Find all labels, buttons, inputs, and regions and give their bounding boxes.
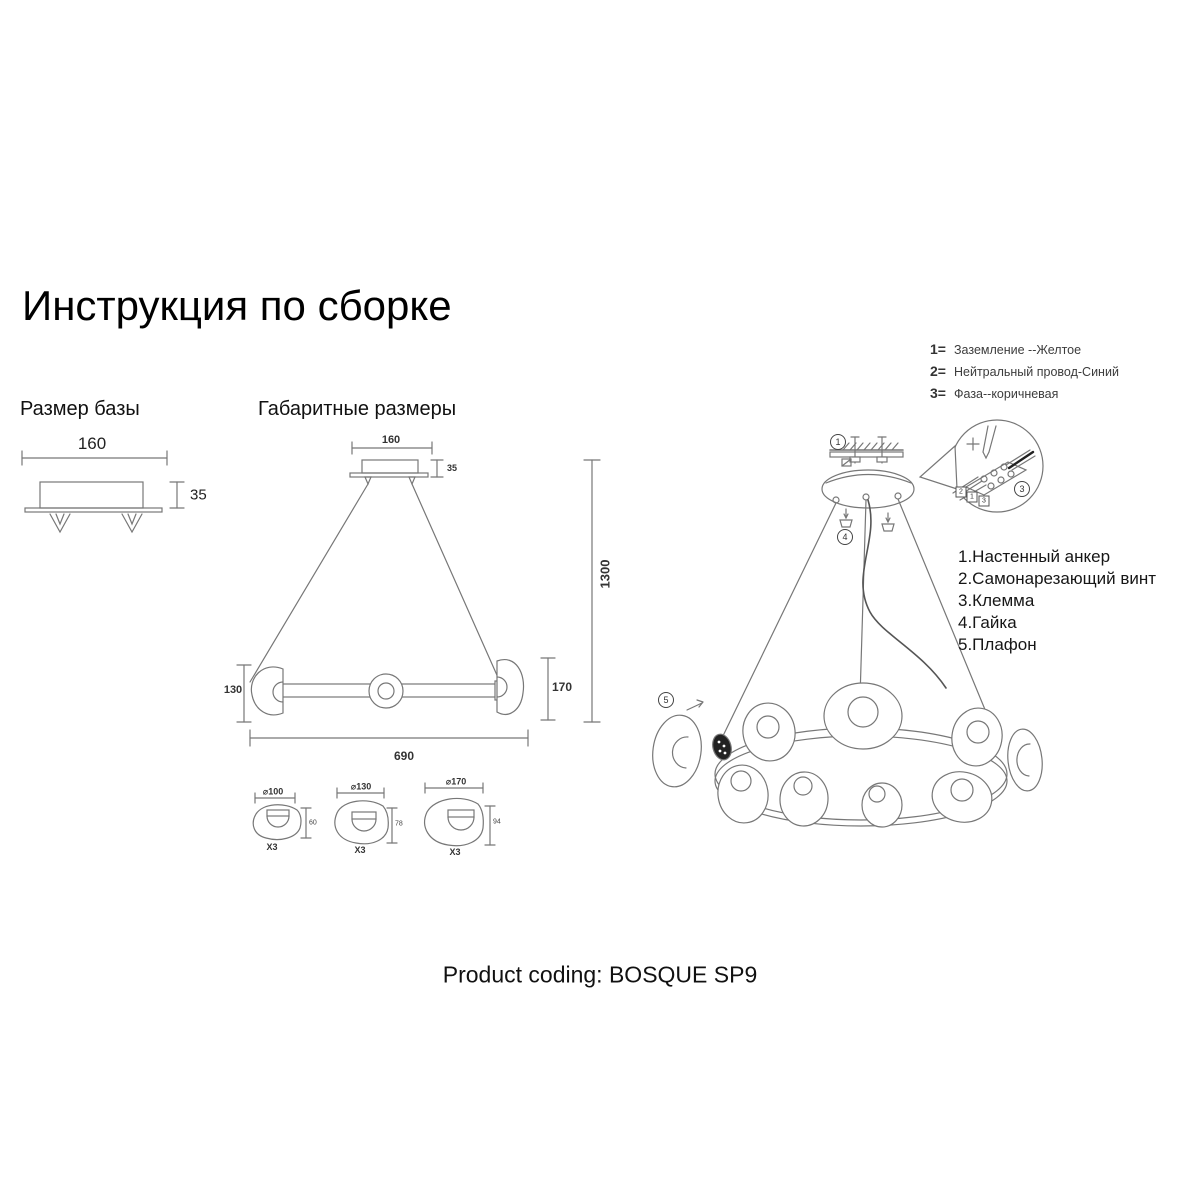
callout-shade: 5	[658, 692, 674, 708]
parts-list-item: 2.Самонарезающий винт	[958, 569, 1157, 588]
legend-num: 1=	[930, 341, 946, 357]
power-cord	[862, 499, 947, 689]
mounting-bracket	[829, 436, 904, 467]
legend-num: 2=	[930, 363, 946, 379]
left-shade-height-dim: 130	[223, 684, 243, 696]
screwdriver-icon	[966, 425, 997, 460]
total-width-dim: 690	[393, 749, 415, 763]
parts-list-item: 4.Гайка	[958, 613, 1017, 632]
shade2-qty: X3	[354, 845, 366, 855]
parts-list-item: 5.Плафон	[958, 635, 1037, 654]
shade2-diameter: ⌀130	[350, 781, 372, 792]
shade1-diameter: ⌀100	[262, 786, 284, 797]
ring-shades	[717, 682, 1043, 828]
callout-nut: 4	[837, 529, 853, 545]
parts-list: 1.Настенный анкер 2.Самонарезающий винт …	[958, 546, 1156, 656]
canopy	[821, 469, 915, 509]
legend-text: Заземление --Желтое	[954, 343, 1082, 357]
ring-socket	[712, 733, 732, 761]
shade1-height: 60	[309, 819, 317, 827]
page-title: Инструкция по сборке	[22, 282, 452, 329]
shade-size-drawings	[252, 782, 496, 847]
screw-icon	[841, 458, 852, 467]
base-width-dim: 160	[77, 434, 107, 453]
callout-terminal: 3	[1014, 481, 1030, 497]
detached-shade	[652, 699, 732, 788]
canopy-width-dim: 160	[381, 434, 401, 446]
parts-list-item: 3.Клемма	[958, 591, 1035, 610]
base-height-dim: 35	[190, 486, 207, 504]
legend-row-neutral: 2= Нейтральный провод-Синий	[930, 363, 1119, 379]
shade2-height: 78	[395, 820, 403, 828]
shade1-qty: X3	[266, 842, 278, 852]
legend-text: Фаза--коричневая	[954, 387, 1059, 401]
shade3-diameter: ⌀170	[445, 776, 467, 787]
total-height-dim: 1300	[597, 559, 613, 589]
wire-tag: 3	[978, 495, 990, 507]
overall-section-label: Габаритные размеры	[258, 398, 457, 420]
wire-tag: 2	[955, 486, 967, 498]
shade3-qty: X3	[449, 847, 461, 857]
legend-row-ground: 1= Заземление --Желтое	[930, 341, 1081, 357]
overall-drawing	[236, 441, 601, 747]
legend-num: 3=	[930, 385, 946, 401]
base-drawing	[21, 450, 185, 534]
legend-text: Нейтральный провод-Синий	[954, 365, 1119, 379]
base-section-label: Размер базы	[20, 398, 140, 420]
legend-row-phase: 3= Фаза--коричневая	[930, 385, 1058, 401]
callout-anchor: 1	[830, 434, 846, 450]
ring-height-dim: 170	[552, 680, 573, 694]
wire-tag: 1	[966, 491, 978, 503]
shade3-height: 94	[493, 818, 501, 826]
nut-icons	[839, 508, 895, 532]
product-coding: Product coding: BOSQUE SP9	[442, 961, 758, 988]
canopy-height-dim: 35	[447, 463, 458, 473]
parts-list-item: 1.Настенный анкер	[958, 547, 1111, 566]
